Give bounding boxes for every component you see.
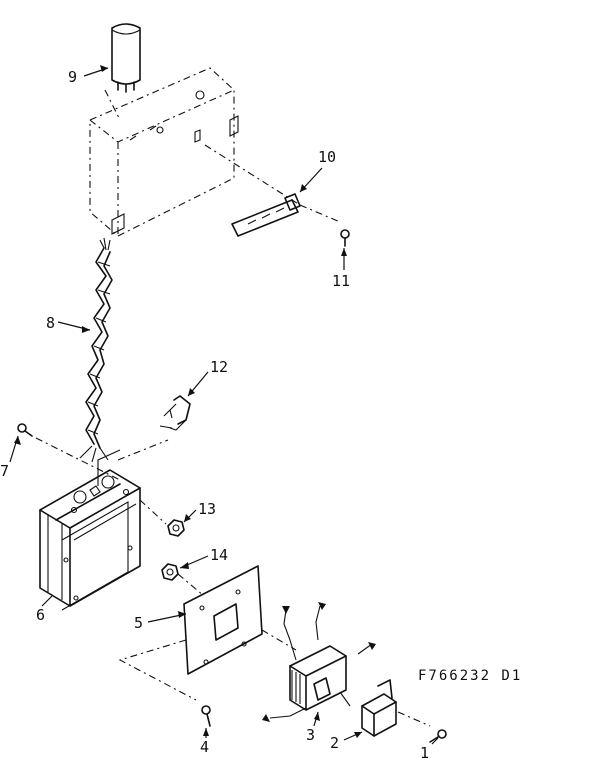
leader-lines [9,65,439,745]
part-1-screw [429,729,447,743]
part-14-nut [161,563,205,597]
callout-12: 12 [210,358,228,376]
part-2-bracket [361,679,431,737]
part-12-connector [159,395,191,431]
diagram-code: F766232 D1 [418,668,522,684]
callout-10: 10 [318,148,336,166]
callout-9: 9 [68,68,77,86]
part-10-terminal-strip [231,193,341,237]
control-box [89,67,301,237]
callout-7: 7 [0,462,9,480]
callout-4: 4 [200,738,209,756]
callout-13: 13 [198,500,216,518]
part-13-nut [139,499,185,537]
callout-3: 3 [306,726,315,744]
part-8-wire-harness [79,237,113,463]
callout-14: 14 [210,546,228,564]
part-5-cover-plate [118,565,297,701]
callout-8: 8 [46,314,55,332]
callout-1: 1 [420,744,429,762]
part-3-relay [262,602,376,722]
callout-11: 11 [332,272,350,290]
callout-6: 6 [36,606,45,624]
callout-2: 2 [330,734,339,752]
part-4-screw [201,705,211,727]
part-7-screw [17,423,121,481]
part-9-capacitor [111,23,141,93]
callout-labels: 9 10 11 8 12 7 13 14 5 6 4 3 2 1 [0,68,429,762]
callout-5: 5 [134,614,143,632]
part-11-screw [340,229,350,247]
part-6-junction-box [39,439,169,611]
